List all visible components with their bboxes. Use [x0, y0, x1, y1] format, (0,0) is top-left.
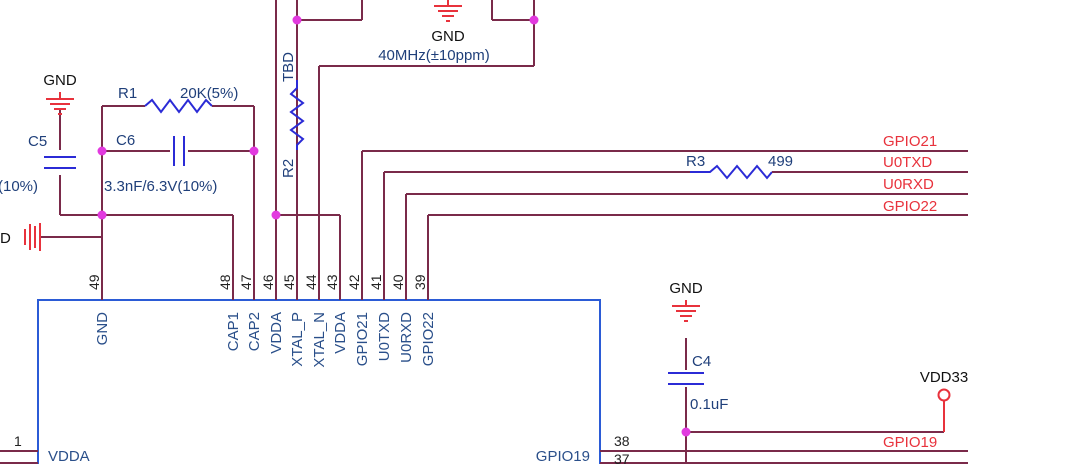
pin-47-name: CAP2 — [246, 312, 263, 351]
pin-49-name: GND — [94, 312, 111, 346]
net-u0rxd: U0RXD — [883, 176, 934, 193]
gnd-clip-symbol — [24, 223, 102, 251]
pin-44-number: 44 — [303, 274, 319, 290]
pin-45-number: 45 — [281, 274, 297, 290]
c5-label: C5 — [28, 133, 47, 150]
pin-42-name: GPIO21 — [354, 312, 371, 366]
pin-49-number: 49 — [86, 274, 102, 290]
gnd-right-label: GND — [669, 280, 703, 297]
net-gpio22: GPIO22 — [883, 198, 937, 215]
crystal-label: 40MHz(±10ppm) — [378, 47, 490, 64]
pin-46-number: 46 — [260, 274, 276, 290]
r2-resistor — [289, 80, 305, 150]
pin-38-name: GPIO19 — [536, 448, 590, 464]
pin-48-number: 48 — [217, 274, 233, 290]
pin-40-number: 40 — [390, 274, 406, 290]
pin-48-name: CAP1 — [225, 312, 242, 351]
pin-1-number: 1 — [14, 433, 22, 449]
net-u0txd: U0TXD — [883, 154, 932, 171]
r3-value-label: 499 — [768, 153, 793, 170]
r1-value-label: 20K(5%) — [180, 85, 238, 102]
pin-44-name: XTAL_N — [311, 312, 328, 368]
gnd-clip-label: D — [0, 230, 11, 247]
pin-43-name: VDDA — [332, 312, 349, 354]
pin-38-number: 38 — [614, 433, 630, 449]
signal-wires — [361, 150, 968, 300]
c4-value-label: 0.1uF — [690, 396, 728, 413]
pin-42-number: 42 — [346, 274, 362, 290]
pin-47-number: 47 — [238, 274, 254, 290]
net-gpio21: GPIO21 — [883, 133, 937, 150]
pin-41-name: U0TXD — [376, 312, 393, 361]
net-gpio19: GPIO19 — [883, 434, 937, 451]
pin-37-number: 37 — [614, 451, 630, 464]
tbd-label: TBD — [280, 52, 297, 82]
r1-label: R1 — [118, 85, 137, 102]
gnd-left-label: GND — [43, 72, 77, 89]
c6-value-label: 3.3nF/6.3V(10%) — [104, 178, 217, 195]
pin-43-number: 43 — [324, 274, 340, 290]
pin-40-name: U0RXD — [398, 312, 415, 363]
pin-39-name: GPIO22 — [420, 312, 437, 366]
pin-46-name: VDDA — [268, 312, 285, 354]
c4-network — [600, 300, 968, 464]
pin-45-name: XTAL_P — [289, 312, 306, 367]
c4-label: C4 — [692, 353, 711, 370]
c6-label: C6 — [116, 132, 135, 149]
vdd33-label: VDD33 — [920, 369, 968, 386]
r3-label: R3 — [686, 153, 705, 170]
r2-label: R2 — [280, 159, 297, 178]
pin-39-number: 39 — [412, 274, 428, 290]
pin-41-number: 41 — [368, 274, 384, 290]
pin-1-name: VDDA — [48, 448, 90, 464]
r1-c6-network — [44, 92, 341, 300]
c5-value-label: (10%) — [0, 178, 38, 195]
gnd-top-label: GND — [431, 28, 465, 45]
